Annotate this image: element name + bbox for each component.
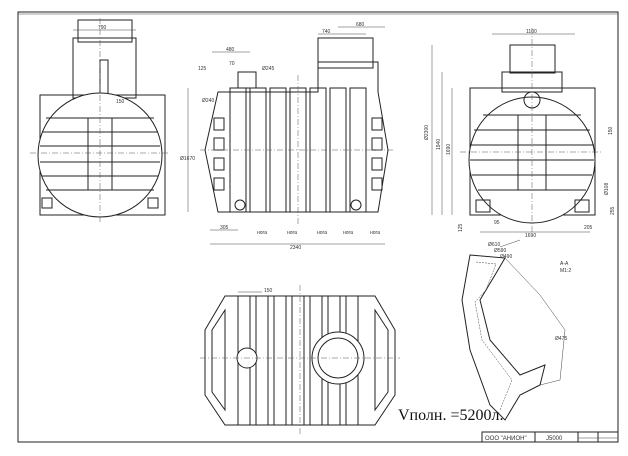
dim-label: 150 [264,288,273,294]
dim-label: 1690 [525,233,536,239]
dim-label: Ø610 [488,242,500,248]
company-name: ООО "АНИОН" [485,436,527,442]
dim-label: 305 [220,225,229,231]
dim-label: Ø2300 [424,125,430,140]
dim-label: 205 [584,225,593,231]
dim-label: Ø590 [494,248,506,254]
dim-label: Ø240 [202,98,214,104]
dim-label: 125 [198,66,207,72]
drawing-code: J5000 [546,436,563,442]
leg-label: нога [257,230,267,236]
dim-label: 95 [494,220,500,226]
dim-label: 150 [608,126,614,135]
dim-label: 740 [322,29,331,35]
dim-label: 790 [98,25,107,31]
dim-label: 255 [610,206,616,215]
title-block: ООО "АНИОН" J5000 [481,431,619,443]
leg-label: нога [287,230,297,236]
section-detail: Ø610 Ø590 Ø490 Ø475 А-А М1:2 [461,239,571,421]
dim-label: 70 [229,61,235,67]
leg-label: нога [343,230,353,236]
dim-label: 1690 [446,144,452,155]
dim-label: 150 [116,99,125,105]
dim-label: 2340 [290,245,301,251]
front-end-view: 1100 Ø2300 1940 1690 150 Ø108 255 125 95… [424,28,616,239]
dim-label: 680 [356,22,365,28]
section-scale: М1:2 [560,268,571,274]
dim-label: 1940 [436,139,442,150]
plan-view: 150 [200,285,400,435]
left-end-view: 790 150 [30,18,170,222]
section-label: А-А [560,261,569,267]
volume-note: Vполн. =5200л. [398,407,503,424]
side-view: 480 125 70 Ø245 Ø240 740 680 Ø1670 305 2… [180,22,395,251]
dim-label: Ø245 [262,66,274,72]
dim-label: Ø1670 [180,156,195,162]
drawing-frame [17,11,619,443]
dim-label: 1100 [526,29,537,35]
dim-label: Ø475 [555,336,567,342]
dim-label: Ø490 [500,254,512,260]
dim-label: Ø108 [604,183,610,195]
leg-label: нога [370,230,380,236]
dim-label: 125 [458,223,464,232]
dim-label: 480 [226,47,235,53]
leg-label: нога [317,230,327,236]
